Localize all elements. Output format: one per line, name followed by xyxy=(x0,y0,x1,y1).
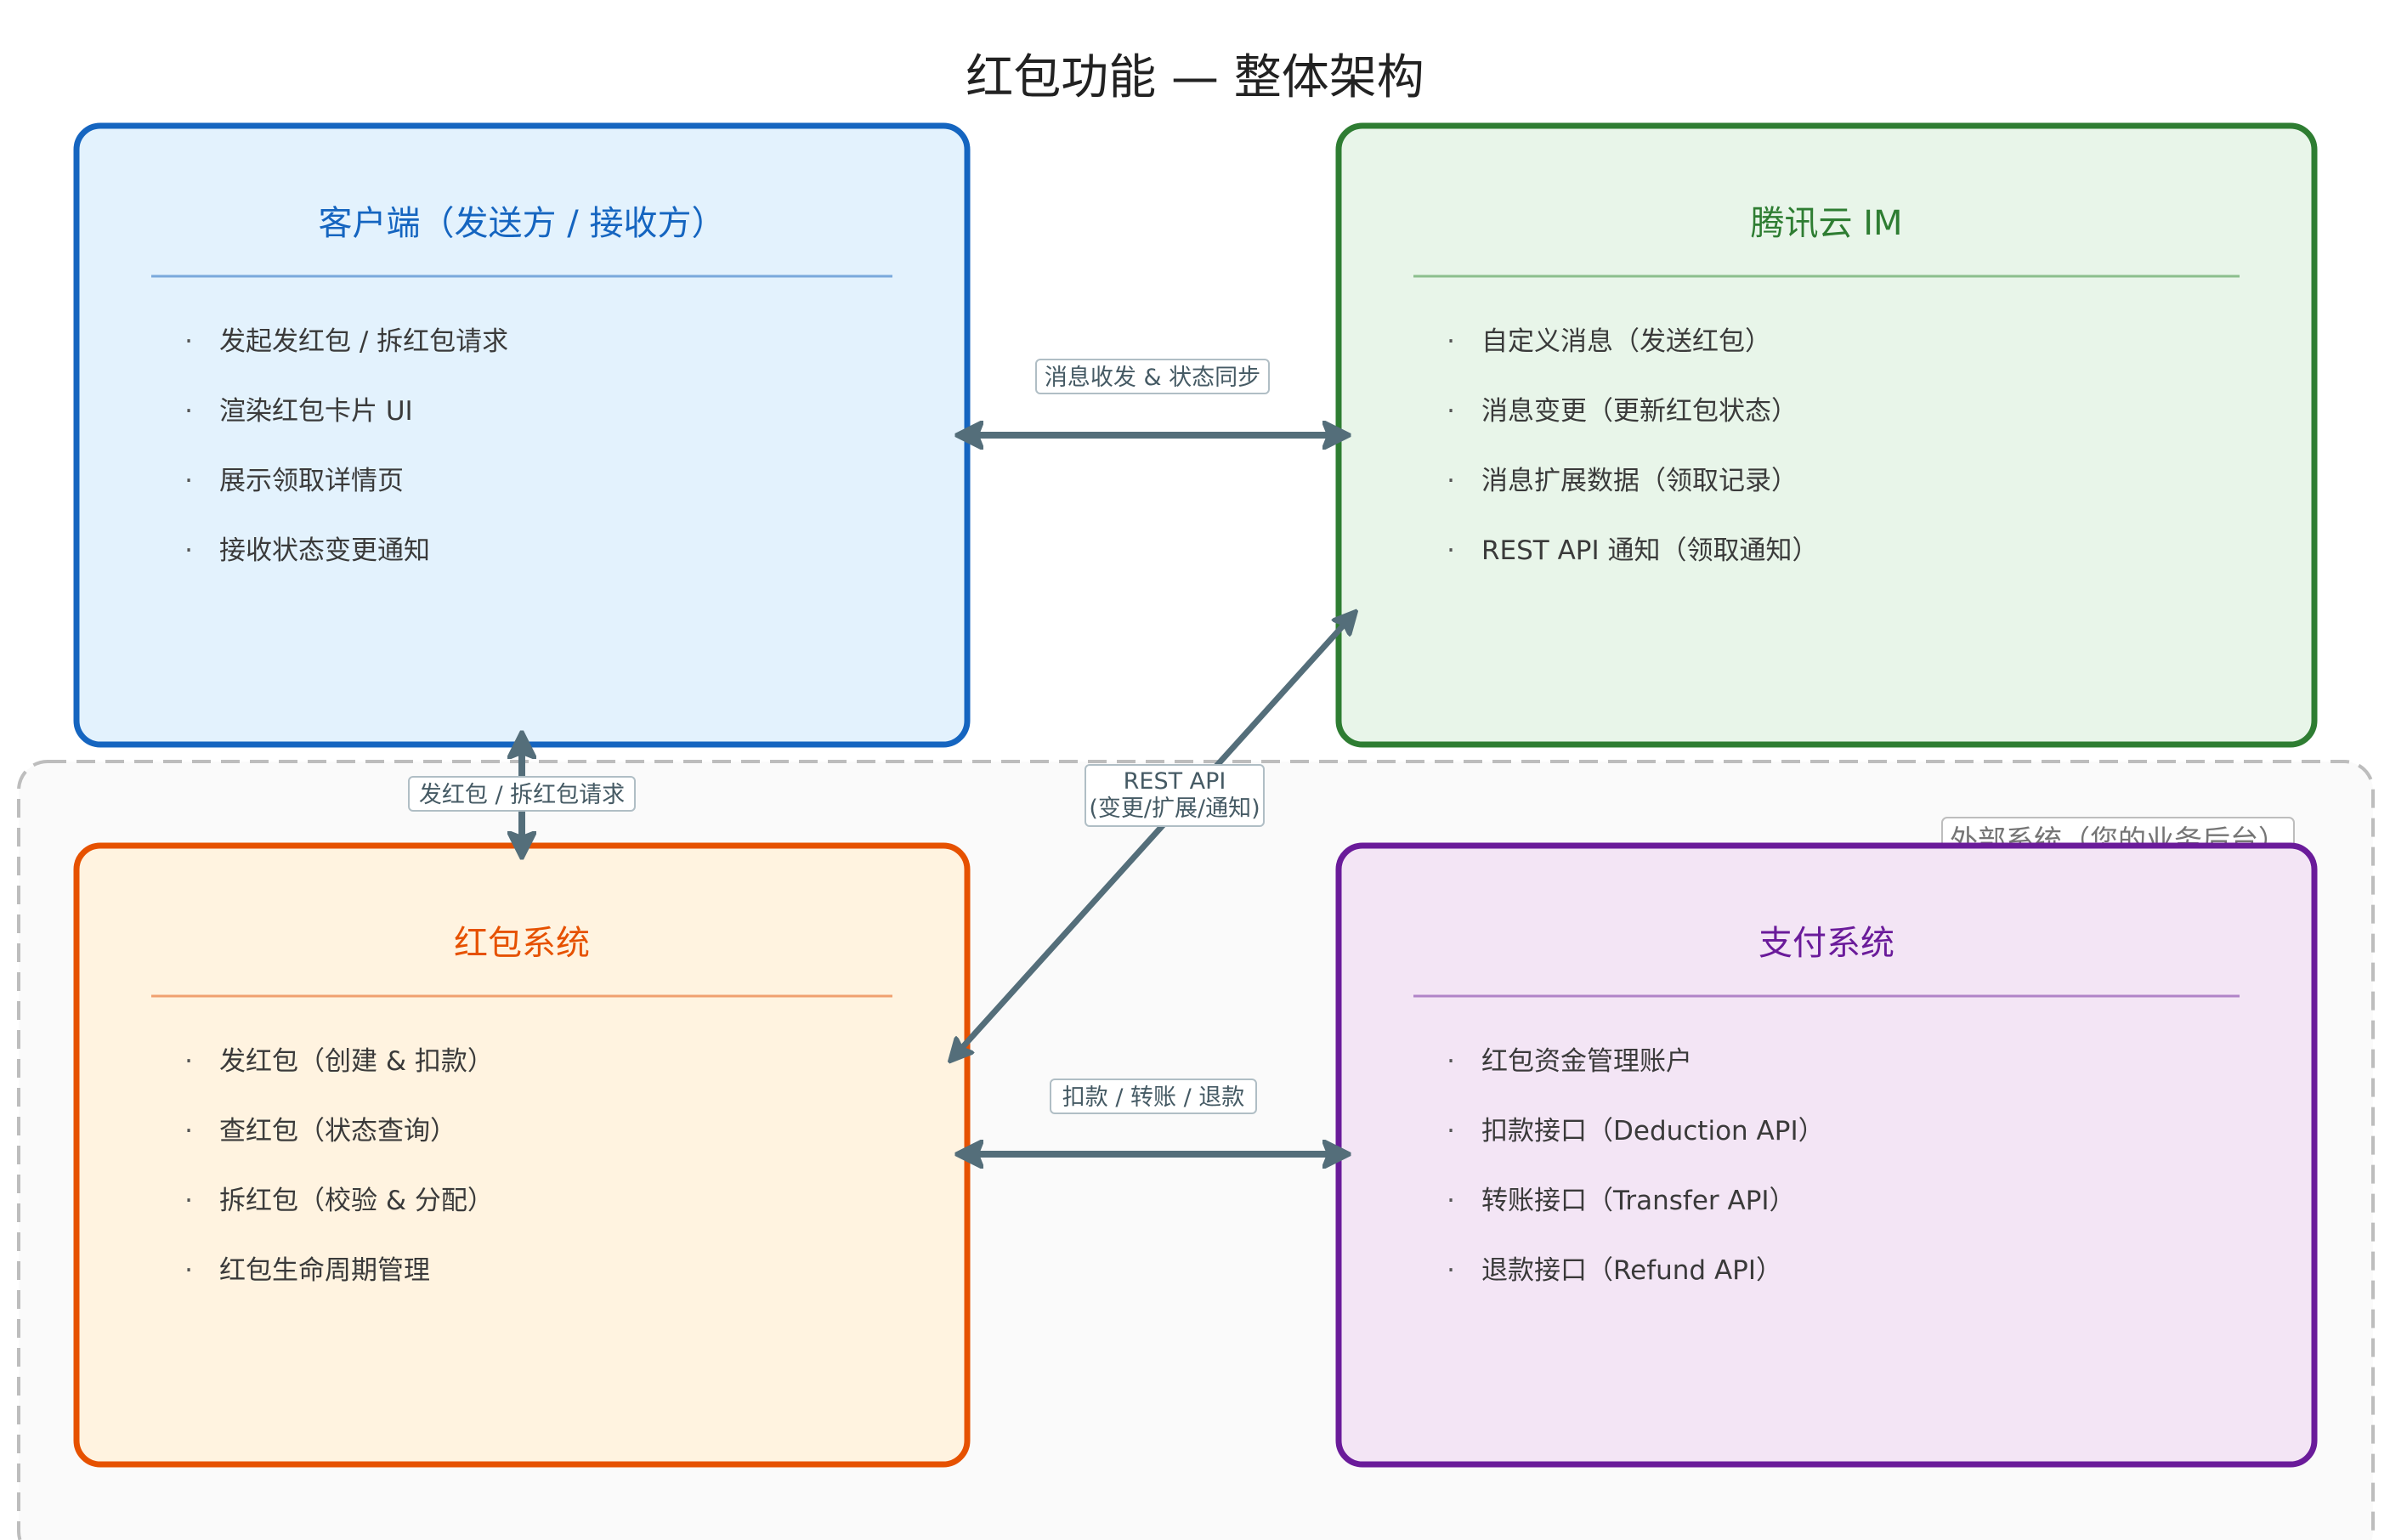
edge-label-client-redpacket: 发红包 / 拆红包请求 xyxy=(408,776,636,812)
box-red-packet-system-title: 红包系统 xyxy=(454,924,590,963)
box-client-item: 接收状态变更通知 xyxy=(219,535,430,566)
edge-label-redpacket-payment: 扣款 / 转账 / 退款 xyxy=(1050,1079,1257,1114)
box-payment-system: 支付系统 · 红包资金管理账户 · 扣款接口（Deduction API） · 转账接口（T… xyxy=(1335,842,2318,1468)
box-client-title: 客户端（发送方 / 接收方） xyxy=(319,204,726,243)
edge-labels-layer: 消息收发 & 状态同步 发红包 / 拆红包请求 REST API (变更/扩展/… xyxy=(408,359,1270,1114)
box-client-item: 渲染红包卡片 UI xyxy=(219,396,413,427)
bullet-icon: · xyxy=(1447,396,1455,427)
bullet-icon: · xyxy=(184,466,193,496)
box-tencent-im: 腾讯云 IM · 自定义消息（发送红包） · 消息变更（更新红包状态） · 消息扩展数据（领… xyxy=(1335,122,2318,748)
bullet-icon: · xyxy=(1447,1255,1455,1286)
box-client-item: 展示领取详情页 xyxy=(219,466,404,496)
box-red-packet-system-item: 拆红包（校验 & 分配） xyxy=(219,1186,494,1216)
edge-label-box xyxy=(408,776,636,812)
box-tencent-im-item: 自定义消息（发送红包） xyxy=(1481,326,1771,357)
bullet-icon: · xyxy=(184,1046,193,1077)
edge-redpacket-im-arrow xyxy=(952,614,1354,1059)
bullet-icon: · xyxy=(184,1255,193,1286)
bullet-icon: · xyxy=(1447,1046,1455,1077)
boxes-top-layer: 支付系统 · 红包资金管理账户 · 扣款接口（Deduction API） · 转账接口（T… xyxy=(1335,842,2318,1468)
edge-label-text: 发红包 / 拆红包请求 xyxy=(419,782,625,808)
edge-label-redpacket-im: REST API (变更/扩展/通知) xyxy=(1085,764,1265,827)
bullet-icon: · xyxy=(1447,326,1455,357)
bullet-icon: · xyxy=(184,396,193,427)
box-tencent-im-item: REST API 通知（领取通知） xyxy=(1481,535,1819,566)
box-payment-system-item: 红包资金管理账户 xyxy=(1481,1046,1692,1077)
boxes-layer: 客户端（发送方 / 接收方） · 发起发红包 / 拆红包请求 · 渲染红包卡片 UI · 展… xyxy=(73,122,2318,1468)
box-payment-system-item: 退款接口（Refund API） xyxy=(1481,1255,1782,1286)
bullet-icon: · xyxy=(184,326,193,357)
edge-label-box xyxy=(1035,359,1270,394)
bullet-icon: · xyxy=(1447,1116,1455,1147)
box-red-packet-system: 红包系统 · 发红包（创建 & 扣款） · 查红包（状态查询） · 拆红包（校验 & 分配）… xyxy=(73,842,971,1468)
box-payment-system-item: 扣款接口（Deduction API） xyxy=(1481,1116,1825,1147)
box-tencent-im-item: 消息扩展数据（领取记录） xyxy=(1481,466,1798,496)
box-payment-system-title: 支付系统 xyxy=(1759,924,1894,963)
bullet-icon: · xyxy=(184,535,193,566)
bullet-icon: · xyxy=(184,1116,193,1147)
bullet-icon: · xyxy=(1447,1186,1455,1216)
edge-label-text: 消息收发 & 状态同步 xyxy=(1045,365,1260,391)
diagram-title: 红包功能 — 整体架构 xyxy=(966,50,1424,105)
box-client: 客户端（发送方 / 接收方） · 发起发红包 / 拆红包请求 · 渲染红包卡片 UI · 展… xyxy=(73,122,971,748)
box-tencent-im-title: 腾讯云 IM xyxy=(1750,204,1902,243)
box-red-packet-system-item: 查红包（状态查询） xyxy=(219,1116,456,1147)
edge-label-client-im: 消息收发 & 状态同步 xyxy=(1035,359,1270,394)
edge-label-text: 扣款 / 转账 / 退款 xyxy=(1062,1084,1245,1111)
box-red-packet-system-item: 红包生命周期管理 xyxy=(219,1255,430,1286)
bullet-icon: · xyxy=(1447,535,1455,566)
bullet-icon: · xyxy=(1447,466,1455,496)
edge-label-box xyxy=(1085,764,1265,827)
edge-label-text: (变更/扩展/通知) xyxy=(1089,795,1260,822)
box-tencent-im-item: 消息变更（更新红包状态） xyxy=(1481,396,1798,427)
bullet-icon: · xyxy=(184,1186,193,1216)
box-red-packet-system-item: 发红包（创建 & 扣款） xyxy=(219,1046,494,1077)
box-payment-system-item: 转账接口（Transfer API） xyxy=(1481,1186,1796,1216)
edge-label-box xyxy=(1050,1079,1257,1114)
edge-label-text: REST API xyxy=(1124,768,1226,795)
box-client-item: 发起发红包 / 拆红包请求 xyxy=(219,326,508,357)
